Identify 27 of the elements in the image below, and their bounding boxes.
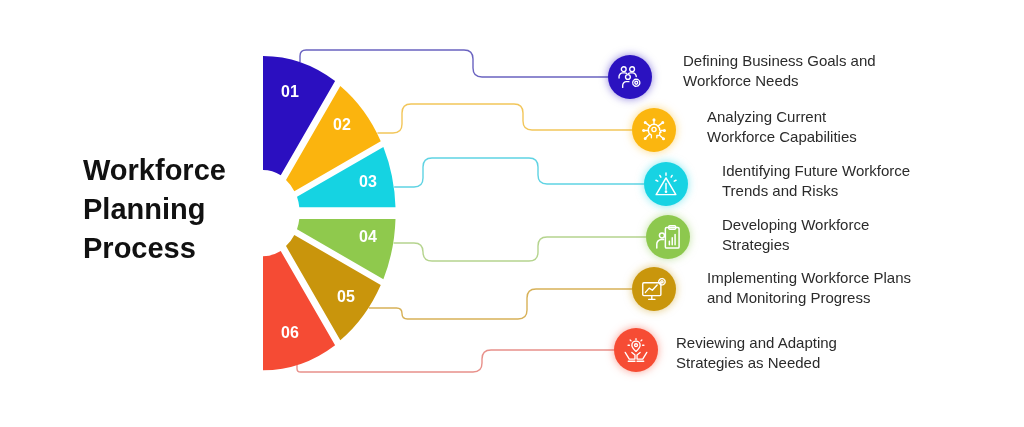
step-circle (644, 162, 688, 206)
step-description: Defining Business Goals and Workforce Needs (683, 51, 877, 91)
step-description: Identifying Future Workforce Trends and Risks (722, 161, 912, 201)
step-circle (614, 328, 658, 372)
connector-line (296, 349, 615, 373)
step-description: Developing Workforce Strategies (722, 215, 871, 255)
step-description: Reviewing and Adapting Strategies as Needed (676, 333, 838, 373)
step-number: 01 (281, 83, 299, 101)
connector-line (392, 236, 647, 262)
title: Workforce Planning Process (83, 153, 227, 266)
step-description: Analyzing Current Workforce Capabilities (707, 107, 858, 147)
step-number: 02 (333, 116, 351, 134)
step-number: 05 (337, 288, 355, 306)
step-circle (632, 267, 676, 311)
connector-line (368, 288, 633, 320)
step-number: 06 (281, 324, 299, 342)
step-number: 04 (359, 228, 377, 246)
step-circle (608, 55, 652, 99)
connector-line (393, 157, 645, 188)
fan-segment (297, 218, 396, 279)
step-circle (632, 108, 676, 152)
fan-segment (263, 250, 336, 370)
fan-segment (297, 147, 396, 208)
step-circle (646, 215, 690, 259)
step-number: 03 (359, 173, 377, 191)
step-description: Implementing Workforce Plans and Monitoring Progress (707, 268, 912, 308)
connector-line (376, 103, 633, 134)
